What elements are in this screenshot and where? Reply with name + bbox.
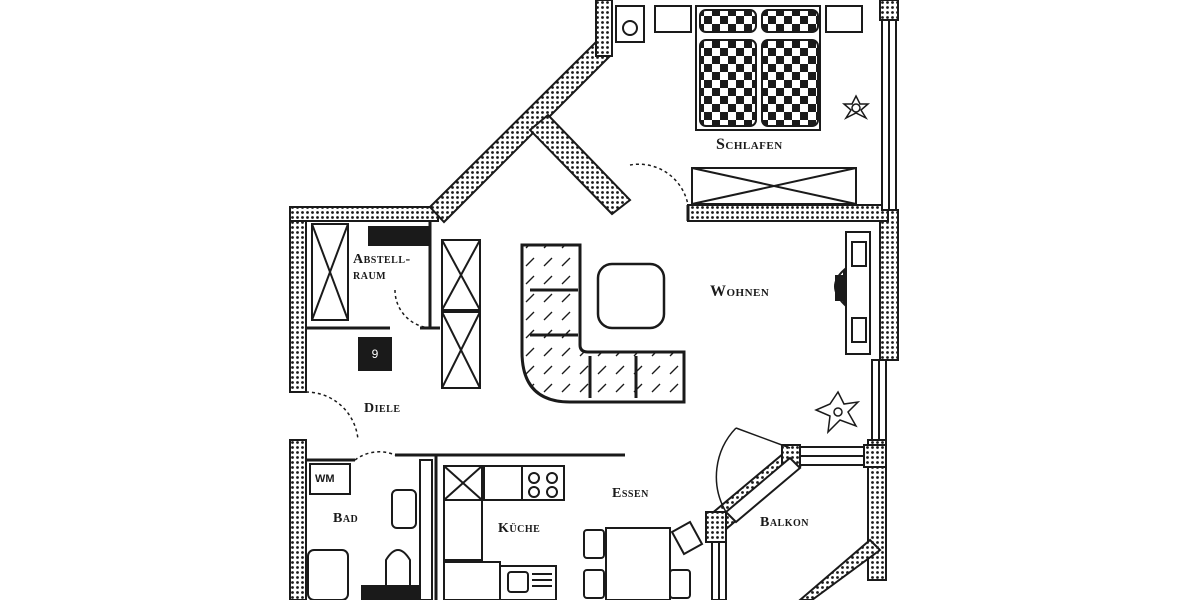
- marker-box: 9: [358, 337, 392, 371]
- double-bed: [615, 5, 863, 131]
- plant-icon: [814, 94, 871, 435]
- wardrobes: [311, 167, 857, 501]
- abstellraum-line1: Abstell-: [353, 252, 411, 267]
- desk: [834, 231, 871, 355]
- coffee-table: [596, 262, 666, 330]
- exterior-walls: [289, 0, 899, 600]
- room-label-abstellraum: Abstell- raum: [353, 252, 411, 284]
- kitchen-counter: [443, 465, 565, 600]
- room-label-essen: Essen: [612, 486, 649, 501]
- dining-table: [583, 520, 704, 600]
- room-label-balkon: Balkon: [760, 515, 810, 530]
- room-label-bad: Bad: [333, 511, 359, 526]
- bathroom-fixtures: [307, 459, 433, 600]
- room-label-diele: Diele: [364, 401, 401, 416]
- marker-label: 9: [371, 347, 379, 361]
- room-label-schlafen: Schlafen: [716, 136, 783, 153]
- balcony-door-swing: [715, 427, 791, 513]
- abstellraum-shelf: [368, 226, 430, 246]
- interior-walls: [306, 205, 690, 600]
- room-label-wohnen: Wohnen: [710, 283, 770, 300]
- washing-machine-label: WM: [315, 473, 335, 485]
- corner-sofa: [520, 243, 686, 404]
- room-label-kueche: Küche: [498, 521, 541, 536]
- abstellraum-line2: raum: [353, 268, 387, 283]
- doors: [305, 163, 689, 461]
- windows: [711, 19, 897, 600]
